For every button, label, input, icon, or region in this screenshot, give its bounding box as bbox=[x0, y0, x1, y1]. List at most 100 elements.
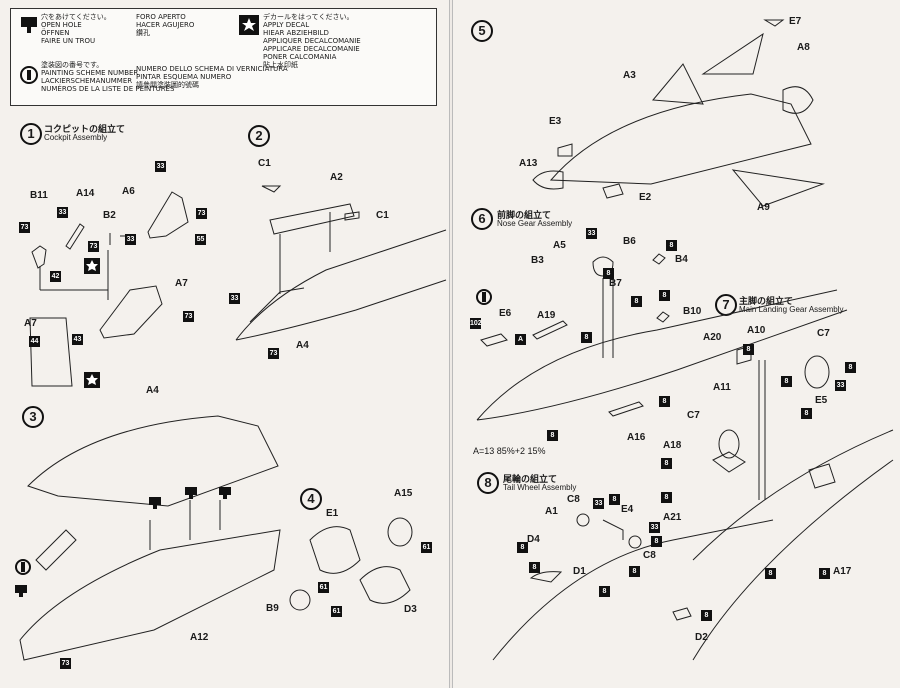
part-b10 bbox=[656, 311, 670, 323]
label-a12: A12 bbox=[190, 632, 209, 643]
part-d2 bbox=[672, 607, 692, 621]
paint-tag: 8 bbox=[517, 542, 528, 553]
paint-tag: 55 bbox=[195, 234, 206, 245]
step-1-title-jp: コクピットの組立て bbox=[44, 125, 126, 135]
label-b2: B2 bbox=[103, 210, 116, 221]
paint-mix-note: A=13 85%+2 15% bbox=[473, 446, 546, 456]
part-e1 bbox=[309, 526, 361, 574]
paint-tag: 61 bbox=[318, 582, 329, 593]
step-5-number: 5 bbox=[471, 20, 493, 42]
part-a3-fin bbox=[651, 63, 704, 105]
paint-tag: 33 bbox=[593, 498, 604, 509]
exhaust-nozzle bbox=[782, 86, 814, 114]
label-a8: A8 bbox=[797, 42, 810, 53]
open-hole-icon bbox=[15, 585, 27, 597]
paint-tag-102: 102 bbox=[470, 318, 482, 329]
open-hole-icon bbox=[219, 487, 231, 499]
paint-tag-a: A bbox=[515, 334, 526, 345]
open-hole-icon bbox=[149, 497, 161, 509]
paint-tag: 8 bbox=[631, 296, 642, 307]
label-a6: A6 bbox=[122, 186, 135, 197]
paint-tag: 8 bbox=[845, 362, 856, 373]
label-a15: A15 bbox=[394, 488, 413, 499]
part-c8b bbox=[628, 535, 642, 549]
paint-tag: 61 bbox=[421, 542, 432, 553]
label-c7b: C7 bbox=[687, 410, 700, 421]
label-b9: B9 bbox=[266, 603, 279, 614]
step-6-number: 6 bbox=[471, 208, 493, 230]
aft-fuselage bbox=[549, 93, 812, 185]
left-assembly-drawings bbox=[19, 185, 447, 661]
part-e7 bbox=[763, 19, 785, 27]
part-a18 bbox=[712, 451, 746, 473]
paint-tag: 73 bbox=[88, 241, 99, 252]
label-e5: E5 bbox=[815, 395, 828, 406]
label-b3: B3 bbox=[531, 255, 544, 266]
part-e4 bbox=[602, 519, 624, 540]
paint-tag: 8 bbox=[819, 568, 830, 579]
label-d1: D1 bbox=[573, 566, 586, 577]
label-e4: E4 bbox=[621, 504, 634, 515]
label-a2: A2 bbox=[330, 172, 343, 183]
gear-leg-a10 bbox=[758, 360, 766, 500]
paint-scheme-icon bbox=[20, 66, 38, 84]
label-a19: A19 bbox=[537, 310, 556, 321]
label-a7-view: A7 bbox=[24, 318, 37, 329]
part-a7 bbox=[99, 285, 163, 339]
step-8-number: 8 bbox=[477, 472, 499, 494]
label-b6: B6 bbox=[623, 236, 636, 247]
paint-tag: 33 bbox=[155, 161, 166, 172]
label-a17: A17 bbox=[833, 566, 852, 577]
paint-tag: 8 bbox=[609, 494, 620, 505]
paint-tag: 8 bbox=[701, 610, 712, 621]
paint-tag: 8 bbox=[603, 268, 614, 279]
part-c7 bbox=[804, 355, 830, 389]
label-a21: A21 bbox=[663, 512, 682, 523]
label-d2: D2 bbox=[695, 632, 708, 643]
label-e3: E3 bbox=[549, 116, 562, 127]
part-b11 bbox=[31, 245, 47, 269]
label-a9: A9 bbox=[757, 202, 770, 213]
paint-tag: 8 bbox=[801, 408, 812, 419]
label-a14: A14 bbox=[76, 188, 95, 199]
step-6-title-en: Nose Gear Assembly bbox=[497, 219, 573, 228]
paint-tag: 8 bbox=[547, 430, 558, 441]
label-d3: D3 bbox=[404, 604, 417, 615]
paint-tag: 33 bbox=[125, 234, 136, 245]
part-a16 bbox=[608, 401, 644, 417]
part-a9 bbox=[731, 169, 825, 207]
right-page: 5 6 前脚の組立て Nose Gear Assembly 7 主脚の組立て M… bbox=[452, 0, 900, 688]
nose-fuselage bbox=[476, 289, 848, 421]
paint-tag: 73 bbox=[183, 311, 194, 322]
part-b2 bbox=[109, 233, 126, 245]
part-e2 bbox=[602, 183, 624, 199]
part-b4 bbox=[652, 253, 666, 265]
paint-tag: 8 bbox=[666, 240, 677, 251]
paint-tag: 73 bbox=[19, 222, 30, 233]
decal-star-icon bbox=[84, 372, 100, 388]
part-b9 bbox=[289, 589, 311, 611]
paint-tag: 8 bbox=[581, 332, 592, 343]
part-a17 bbox=[808, 463, 836, 489]
paint-tag: 33 bbox=[586, 228, 597, 239]
label-e6: E6 bbox=[499, 308, 512, 319]
paint-tag: 33 bbox=[57, 207, 68, 218]
label-b7: B7 bbox=[609, 278, 622, 289]
step-7-title-jp: 主脚の組立て bbox=[739, 297, 794, 307]
label-b11: B11 bbox=[30, 190, 48, 201]
cockpit-tub bbox=[35, 529, 77, 571]
part-e3 bbox=[557, 143, 573, 157]
step-7-title-en: Main Landing Gear Assembly bbox=[739, 305, 844, 314]
label-e7: E7 bbox=[789, 16, 802, 27]
decal-star-icon bbox=[84, 258, 100, 274]
part-a2 bbox=[269, 203, 355, 235]
label-a16: A16 bbox=[627, 432, 646, 443]
step-8-title-jp: 尾輪の組立て bbox=[503, 475, 558, 485]
part-a13 bbox=[532, 170, 564, 190]
label-a3: A3 bbox=[623, 70, 636, 81]
